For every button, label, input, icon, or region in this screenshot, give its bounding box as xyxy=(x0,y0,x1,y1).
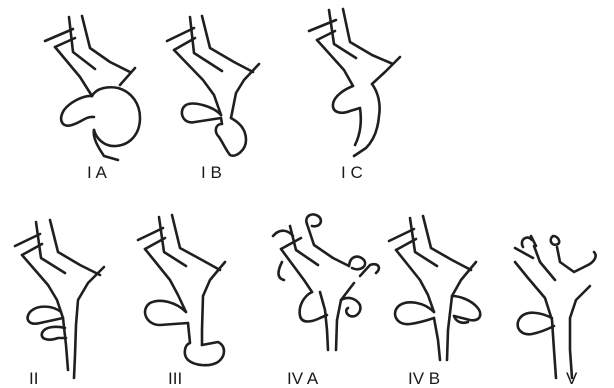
type-ic-diagram xyxy=(309,9,400,156)
label-v: V xyxy=(566,369,578,388)
type-iii-diagram xyxy=(138,215,225,365)
label-ic: I C xyxy=(341,163,363,182)
type-ii-diagram xyxy=(15,220,104,378)
label-ivb: IV B xyxy=(408,369,440,388)
label-iva: IV A xyxy=(287,369,319,388)
label-ib: I B xyxy=(201,163,222,182)
type-v-diagram xyxy=(515,236,596,378)
label-iii: III xyxy=(168,369,182,388)
type-ib-diagram xyxy=(167,16,259,156)
type-ia-diagram xyxy=(45,16,140,160)
label-ia: I A xyxy=(87,163,108,182)
type-ivb-diagram xyxy=(389,216,480,360)
label-ii: II xyxy=(29,369,38,388)
type-iva-diagram xyxy=(273,214,379,350)
